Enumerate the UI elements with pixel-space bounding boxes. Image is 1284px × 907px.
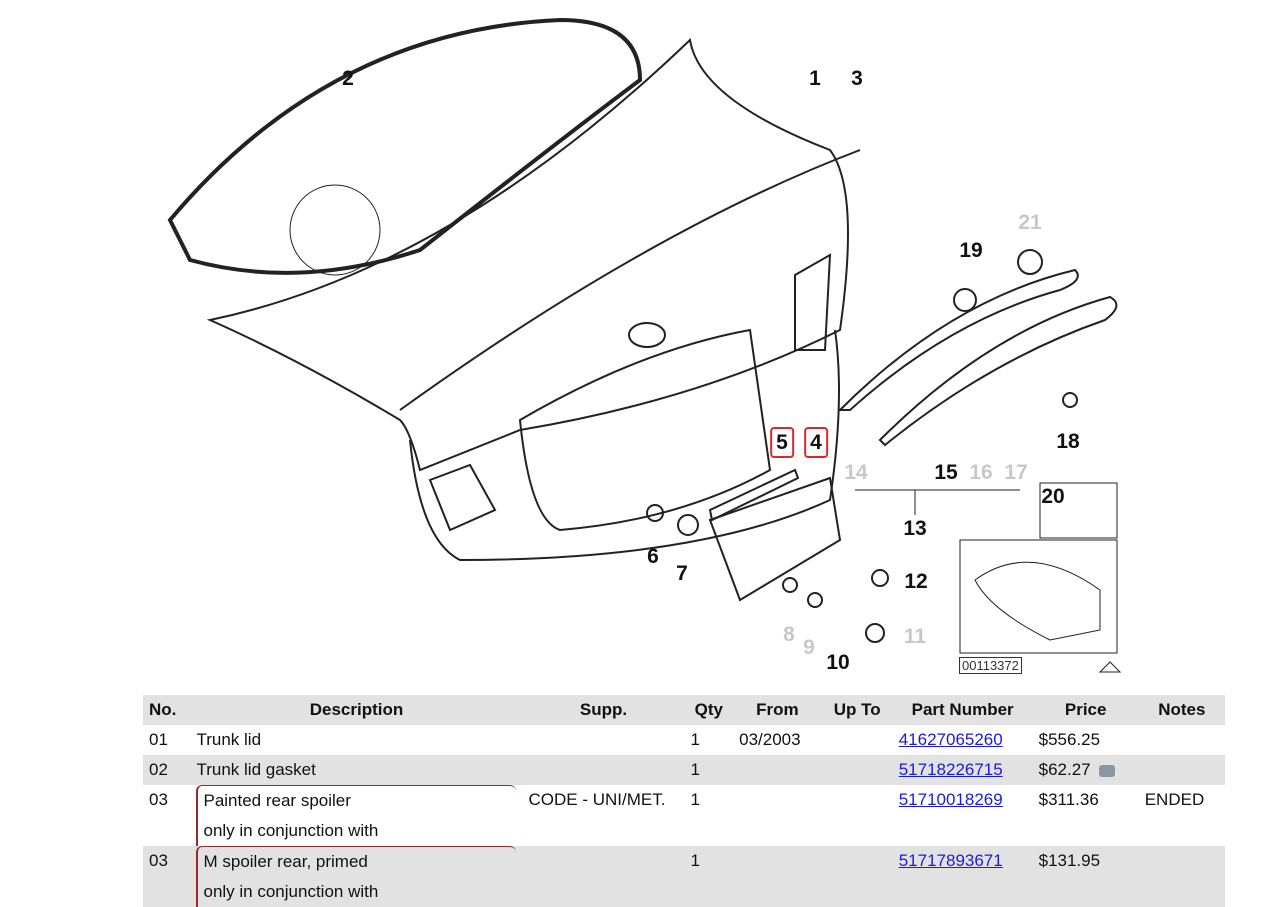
col-qty: Qty	[684, 695, 734, 725]
row-from	[733, 785, 822, 846]
parts-diagram: 2 1 3 19 21 18 5 4 14 15 16 17 13 20 6 7…	[167, 17, 1122, 674]
callout-15[interactable]: 15	[934, 461, 958, 484]
row-notes	[1138, 846, 1225, 907]
table-header: No. Description Supp. Qty From Up To Par…	[143, 695, 1225, 725]
row-price: $556.25	[1038, 730, 1101, 749]
row-price: $62.27	[1038, 760, 1091, 779]
row-price: $311.36	[1038, 790, 1099, 809]
trunk-lid-illustration	[167, 17, 1122, 673]
callout-1[interactable]: 1	[809, 67, 821, 90]
callout-8[interactable]: 8	[783, 623, 795, 646]
row-upto	[822, 785, 893, 846]
part-number-link[interactable]: 41627065260	[898, 730, 1003, 749]
callout-10[interactable]: 10	[826, 651, 850, 674]
part-number-link[interactable]: 51718226715	[898, 760, 1003, 779]
col-upto: Up To	[821, 695, 893, 725]
row-from: 03/2003	[739, 730, 801, 749]
row-qty: 1	[684, 846, 734, 907]
callout-3[interactable]: 3	[851, 67, 863, 90]
callout-2[interactable]: 2	[342, 67, 354, 90]
row-no: 03	[149, 790, 168, 809]
row-description: Trunk lid gasket	[190, 755, 523, 785]
callout-13[interactable]: 13	[903, 517, 927, 540]
callout-21[interactable]: 21	[1018, 211, 1042, 234]
row-upto	[821, 755, 893, 785]
diagram-code: 00113372	[959, 657, 1022, 674]
row-description: Trunk lid	[196, 730, 262, 749]
callout-12[interactable]: 12	[904, 570, 928, 593]
row-no: 03	[143, 846, 191, 907]
row-qty: 1	[690, 730, 700, 749]
callout-20[interactable]: 20	[1041, 485, 1065, 508]
callout-4[interactable]: 4	[804, 427, 828, 458]
row-upto	[821, 846, 893, 907]
row-supp	[522, 725, 684, 755]
description-box: Painted rear spoiler only in conjunction …	[196, 785, 517, 846]
col-no: No.	[143, 695, 191, 725]
part-number-link[interactable]: 51717893671	[898, 851, 1003, 870]
col-supp: Supp.	[522, 695, 685, 725]
callout-9[interactable]: 9	[803, 636, 815, 659]
table-row: 03 M spoiler rear, primed only in conjunc…	[143, 846, 1225, 907]
table-row: 03 Painted rear spoiler only in conjuncti…	[143, 785, 1225, 846]
callout-16[interactable]: 16	[969, 461, 993, 484]
callout-19[interactable]: 19	[959, 239, 983, 262]
part-number-link[interactable]: 51710018269	[898, 790, 1003, 809]
callout-5[interactable]: 5	[770, 427, 794, 458]
col-part-number: Part Number	[892, 695, 1033, 725]
row-no: 01	[149, 730, 168, 749]
row-description: Painted rear spoiler	[203, 791, 351, 810]
row-notes	[1139, 725, 1225, 755]
row-price: $131.95	[1032, 846, 1139, 907]
row-description-note: only in conjunction with	[203, 882, 379, 901]
callout-17[interactable]: 17	[1004, 461, 1028, 484]
callout-18[interactable]: 18	[1056, 430, 1080, 453]
parts-table: No. Description Supp. Qty From Up To Par…	[143, 695, 1225, 907]
row-qty: 1	[690, 790, 700, 809]
col-description: Description	[190, 695, 523, 725]
callout-14[interactable]: 14	[844, 461, 868, 484]
col-price: Price	[1032, 695, 1139, 725]
row-supp	[522, 846, 685, 907]
row-notes: ENDED	[1144, 790, 1205, 809]
table-row: 02 Trunk lid gasket 1 51718226715 $62.27	[143, 755, 1225, 785]
row-supp	[522, 755, 685, 785]
row-description-note: only in conjunction with	[203, 821, 379, 840]
row-upto	[822, 725, 893, 755]
row-supp: CODE - UNI/MET.	[528, 790, 666, 809]
camera-icon[interactable]	[1098, 764, 1115, 777]
col-notes: Notes	[1138, 695, 1225, 725]
row-description: M spoiler rear, primed	[203, 852, 368, 871]
row-notes	[1138, 755, 1225, 785]
row-qty: 1	[684, 755, 734, 785]
description-box: M spoiler rear, primed only in conjunctio…	[196, 846, 517, 907]
table-row: 01 Trunk lid 1 03/2003 41627065260 $556.…	[143, 725, 1225, 755]
col-from: From	[733, 695, 822, 725]
callout-11[interactable]: 11	[903, 625, 927, 648]
row-no: 02	[143, 755, 191, 785]
row-from	[733, 755, 822, 785]
callout-7[interactable]: 7	[676, 562, 688, 585]
row-from	[733, 846, 822, 907]
callout-6[interactable]: 6	[647, 545, 659, 568]
